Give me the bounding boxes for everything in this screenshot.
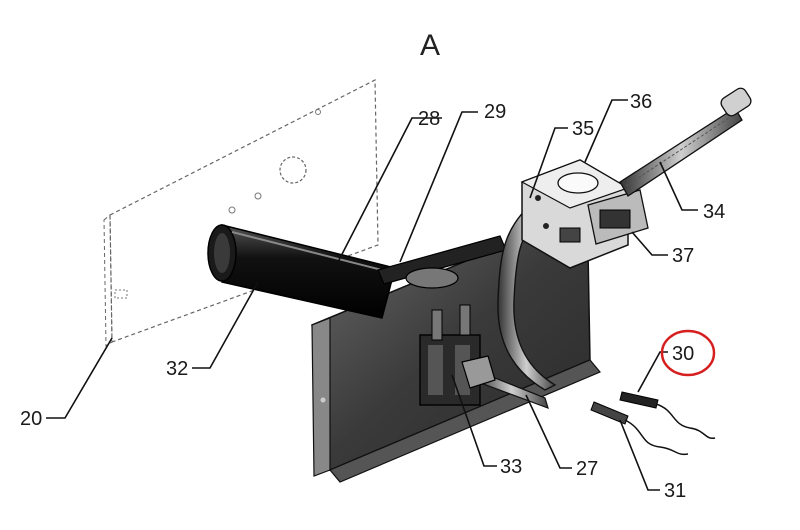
burner-tube (207, 224, 396, 319)
highlight-circle (660, 329, 716, 377)
mounting-panel (103, 79, 379, 347)
callout-33: 33 (500, 456, 522, 478)
supply-line (619, 87, 752, 197)
callout-37: 37 (672, 245, 694, 267)
callout-35: 35 (572, 118, 594, 140)
callout-28: 28 (418, 108, 440, 130)
leader-lines (46, 99, 698, 491)
gas-valve (520, 159, 649, 269)
callout-32: 32 (166, 358, 188, 380)
callout-29: 29 (484, 101, 506, 123)
callout-34: 34 (703, 201, 725, 223)
thermocouple-30 (619, 391, 716, 439)
callout-36: 36 (630, 91, 652, 113)
diagram-title: A (420, 29, 440, 62)
callout-27: 27 (576, 458, 598, 480)
callout-20: 20 (20, 408, 42, 430)
thermocouple-31 (590, 401, 689, 456)
orifice-bracket (419, 304, 496, 406)
callout-30: 30 (672, 343, 694, 365)
callout-31: 31 (664, 480, 686, 502)
callout-labels: 20 28 29 35 36 34 37 32 30 33 27 31 (20, 91, 725, 502)
